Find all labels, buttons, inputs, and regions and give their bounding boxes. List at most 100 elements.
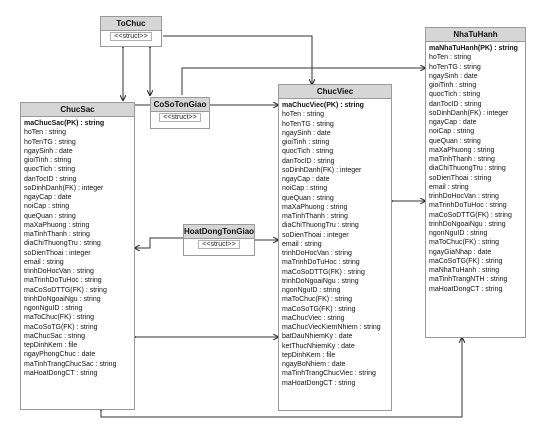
attribute: maCoSoDTTG(FK) : string <box>282 268 365 276</box>
attribute: maTrinhDoTuHoc : string <box>24 277 102 285</box>
attribute: diaChiThuongTru : string <box>24 240 101 248</box>
attribute: danTocID : string <box>24 175 77 183</box>
attribute: diaChiThuongTru : string <box>429 165 506 173</box>
attribute: quocTich : string <box>282 148 334 156</box>
attribute: maTinhThanh : string <box>24 231 90 238</box>
attribute: ngayCap : date <box>282 176 330 183</box>
attribute: email : string <box>429 183 469 191</box>
entity-hoatdongtongiao[interactable]: HoatDongTonGiao <<struct>> <box>183 224 255 256</box>
attribute: maTinhThanh : string <box>429 156 495 163</box>
attribute: trinhDoHocVan : string <box>24 268 94 275</box>
attribute: trinhDoNgoaiNgu : string <box>429 220 506 228</box>
attribute: maXaPhuong : string <box>24 221 90 229</box>
attribute: hoTen : string <box>24 129 67 137</box>
attribute: maTrinhDoTuHoc : string <box>429 202 507 210</box>
attribute: noiCap : string <box>24 203 70 211</box>
attribute: queQuan : string <box>282 194 334 202</box>
entity-title: NhaTuHanh <box>426 28 525 42</box>
attribute: maToChuc(FK) : string <box>24 314 95 322</box>
stereotype-label: <<struct>> <box>110 32 152 41</box>
attribute: ketThucNhiemKy : date <box>282 342 355 350</box>
attribute: maHoatDongCT : string <box>282 379 356 387</box>
entity-nhatuhanh[interactable]: NhaTuHanh maNhaTuHanh(PK) : string hoTen … <box>425 27 526 338</box>
entity-title: ChucSac <box>21 103 134 117</box>
attribute: maCoSoDTTG(FK) : string <box>24 286 107 294</box>
entity-cosotongiao[interactable]: CoSoTonGiao <<struct>> <box>150 97 210 129</box>
attribute: gioiTinh : string <box>429 82 477 89</box>
attribute: maNhaTuHanh : string <box>429 267 500 274</box>
entity-tochuc[interactable]: ToChuc <<struct>> <box>100 16 162 47</box>
attribute: maTinhTrangChucViec : string <box>282 370 376 378</box>
attribute: maCoSoTG(FK) : string <box>24 323 98 331</box>
attribute: ngaySinh : date <box>282 129 331 137</box>
attribute: ngonNguID : string <box>429 230 488 237</box>
attribute: soDienThoai : integer <box>282 231 349 239</box>
attribute: maToChuc(FK) : string <box>429 239 500 247</box>
attribute: diaChiThuongTru : string <box>282 222 359 230</box>
attribute: ngonNguID : string <box>282 287 341 294</box>
attribute: maCoSoTG(FK) : string <box>429 257 503 265</box>
attribute: ngayPhongChuc : date <box>24 351 96 359</box>
attribute: trinhDoNgoaiNgu : string <box>24 295 101 303</box>
link-tochuc-chucviec <box>163 35 312 84</box>
attribute: maCoSoTG(FK) : string <box>282 305 356 313</box>
attribute: quocTich : string <box>429 91 481 99</box>
attribute: queQuan : string <box>24 212 76 220</box>
attribute: danTocID : string <box>429 100 482 108</box>
attribute: ngayGiaNhap : date <box>429 248 492 256</box>
attribute: trinhDoHocVan : string <box>429 193 499 200</box>
entity-title: ToChuc <box>101 17 161 31</box>
attribute: email : string <box>24 258 64 266</box>
attribute: noiCap : string <box>282 185 328 193</box>
attribute: maTinhTrangChucSac : string <box>24 360 117 368</box>
stereotype-label: <<struct>> <box>159 113 201 122</box>
attribute: batDauNhiemKy : date <box>282 333 353 341</box>
primary-key-attribute: maNhaTuHanh(PK) : string <box>429 45 518 52</box>
attribute: soDinhDanh(FK) : integer <box>282 166 362 174</box>
attribute: soDinhDanh(FK) : integer <box>429 109 509 117</box>
link-cosotongiao-nhatuhanh <box>181 68 425 95</box>
attribute: maTinhTrangNTH : string <box>429 276 508 284</box>
attribute: trinhDoNgoaiNgu : string <box>282 277 359 285</box>
attribute: maChucViec : string <box>282 314 345 322</box>
attribute: gioiTinh : string <box>282 139 330 146</box>
attribute: maXaPhuong : string <box>282 203 348 211</box>
attribute: maToChuc(FK) : string <box>282 296 353 304</box>
attribute: maXaPhuong : string <box>429 146 495 154</box>
attribute: tepDinhKem : file <box>282 351 336 359</box>
attribute: trinhDoHocVan : string <box>282 250 352 257</box>
attribute: hoTen : string <box>282 111 325 119</box>
attribute: ngonNguID : string <box>24 305 83 312</box>
attribute: hoTenTG : string <box>429 63 481 71</box>
attribute: hoTenTG : string <box>282 120 334 128</box>
attribute: gioiTinh : string <box>24 157 72 164</box>
link-chucsac-nhatuhanh <box>101 338 462 418</box>
attribute: hoTen : string <box>429 54 472 62</box>
entity-title: HoatDongTonGiao <box>184 225 254 239</box>
attribute: ngaySinh : date <box>24 147 73 155</box>
primary-key-attribute: maChucSac(PK) : string <box>24 120 105 127</box>
attribute: maTinhThanh : string <box>282 213 348 220</box>
attribute: ngayCap : date <box>429 119 477 126</box>
attribute: tepDinhKem : file <box>24 342 78 349</box>
attribute: maTrinhDoTuHoc : string <box>282 259 360 267</box>
attribute: danTocID : string <box>282 157 335 165</box>
attribute: quocTich : string <box>24 166 76 174</box>
attribute: soDienThoai : string <box>429 174 492 182</box>
attribute: maHoatDongCT : string <box>24 369 98 377</box>
attribute: maChucViecKiemNhiem : string <box>282 324 381 331</box>
attribute: email : string <box>282 240 322 248</box>
attribute: maCoSoDTTG(FK) : string <box>429 211 512 219</box>
attribute: noiCap : string <box>429 128 475 136</box>
entity-chucsac[interactable]: ChucSac maChucSac(PK) : string hoTen : st… <box>20 102 135 410</box>
link-hoatdong-chucsac <box>135 237 183 248</box>
attribute: ngayCap : date <box>24 194 72 201</box>
stereotype-label: <<struct>> <box>198 240 240 249</box>
attribute: soDinhDanh(FK) : integer <box>24 184 104 192</box>
attribute: maHoatDongCT : string <box>429 285 503 293</box>
